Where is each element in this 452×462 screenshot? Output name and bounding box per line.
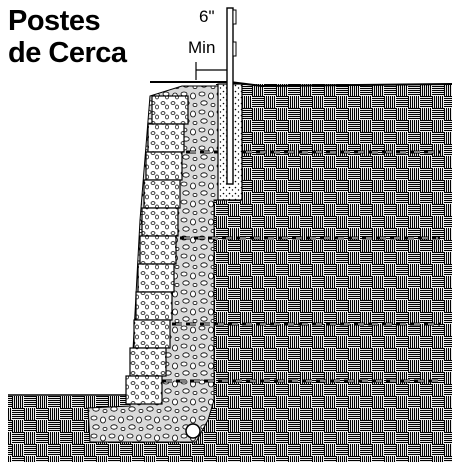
finished-grade (150, 81, 452, 88)
title-line-2: de Cerca (8, 37, 127, 69)
wall-blocks (125, 95, 189, 405)
setback-dimension (195, 62, 227, 80)
retained-soil (200, 84, 452, 462)
dimension-value: 6" (199, 7, 215, 26)
dimension-label: Min (188, 38, 215, 57)
drain-pipe (185, 423, 201, 439)
title-line-1: Postes (8, 5, 101, 37)
fence-post (226, 7, 234, 185)
